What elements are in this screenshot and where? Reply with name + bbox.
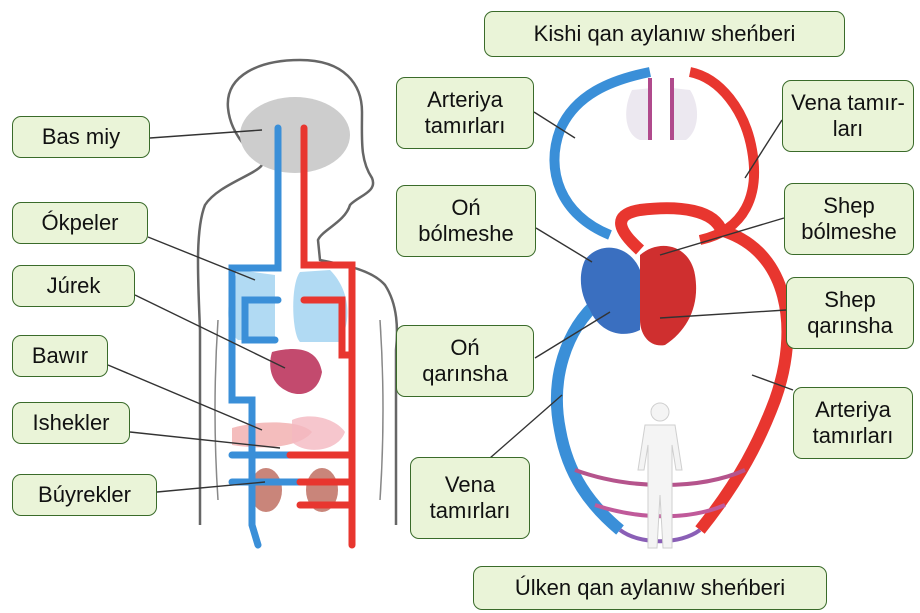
brain-shape <box>240 97 350 173</box>
label-bas-miy: Bas miy <box>12 116 150 158</box>
label-vena-tamirlari-top: Vena tamır- ları <box>782 80 914 152</box>
pulmonary-loop <box>554 72 754 240</box>
heart-shape <box>270 349 322 394</box>
label-okpeler: Ókpeler <box>12 202 148 244</box>
label-arteriya-tamirlari-bottom: Arteriya tamırları <box>793 387 913 459</box>
label-arteriya-tamirlari-top: Arteriya tamırları <box>396 77 534 149</box>
label-ulken-qan-aylaniw: Úlken qan aylanıw sheńberi <box>473 566 827 610</box>
label-jurek: Júrek <box>12 265 135 307</box>
label-on-bolmeshe: Oń bólmeshe <box>396 185 536 257</box>
label-buyrekler: Búyrekler <box>12 474 157 516</box>
label-bawir: Bawır <box>12 335 108 377</box>
label-ishekler: Ishekler <box>12 402 130 444</box>
lung-capillaries <box>626 78 697 140</box>
label-shep-qarinsha: Shep qarınsha <box>786 277 914 349</box>
label-on-qarinsha: Oń qarınsha <box>396 325 534 397</box>
person-figure <box>638 403 682 548</box>
label-kishi-qan-aylaniw: Kishi qan aylanıw sheńberi <box>484 11 845 57</box>
intestines-shape <box>292 416 345 449</box>
label-vena-tamirlari-bottom: Vena tamırları <box>410 457 530 539</box>
label-shep-bolmeshe: Shep bólmeshe <box>784 183 914 255</box>
